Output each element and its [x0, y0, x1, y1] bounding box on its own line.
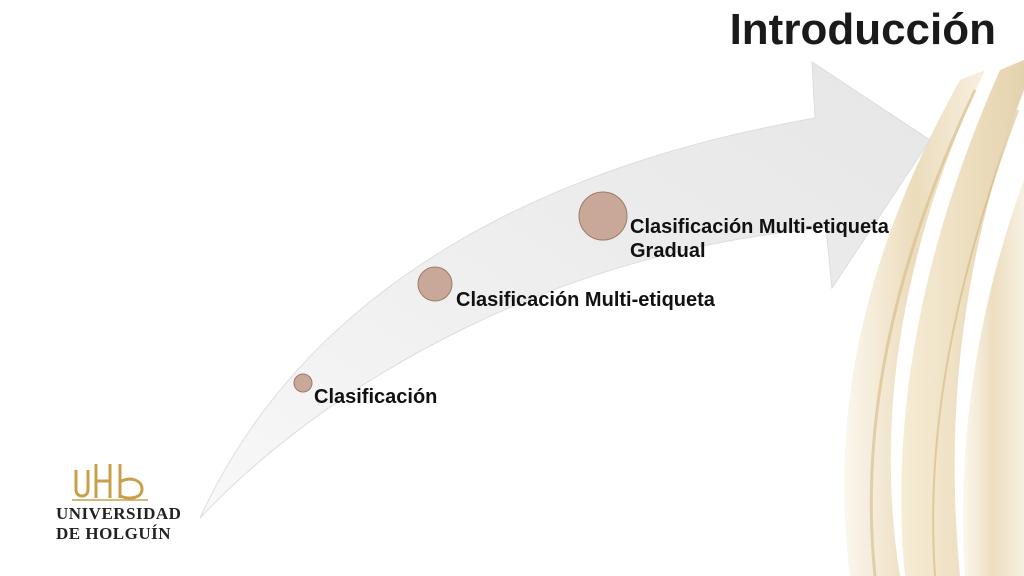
step-marker-1 [293, 373, 313, 393]
step-label-2-line-1: Clasificación Multi-etiqueta [456, 289, 715, 311]
logo-text-line-1: UNIVERSIDAD [56, 504, 182, 523]
step-label-1-line-1: Clasificación [314, 386, 438, 408]
step-marker-3 [578, 191, 628, 241]
slide-title: Introducción [729, 5, 996, 54]
step-marker-2 [417, 266, 453, 302]
university-logo: UNIVERSIDAD DE HOLGUÍN [56, 460, 181, 550]
logo-text-line-2: DE HOLGUÍN [56, 524, 172, 543]
step-label-1: Clasificación [314, 385, 437, 409]
step-label-3-line-1: Clasificación Multi-etiqueta [630, 216, 889, 238]
step-label-3: Clasificación Multi-etiqueta Gradual [630, 215, 889, 263]
step-label-2: Clasificación Multi-etiqueta [456, 288, 715, 312]
progress-arrow [199, 61, 931, 519]
step-label-3-line-2: Gradual [630, 240, 706, 262]
gold-ribbon-decoration [844, 60, 1024, 576]
logo-mark [72, 464, 148, 501]
